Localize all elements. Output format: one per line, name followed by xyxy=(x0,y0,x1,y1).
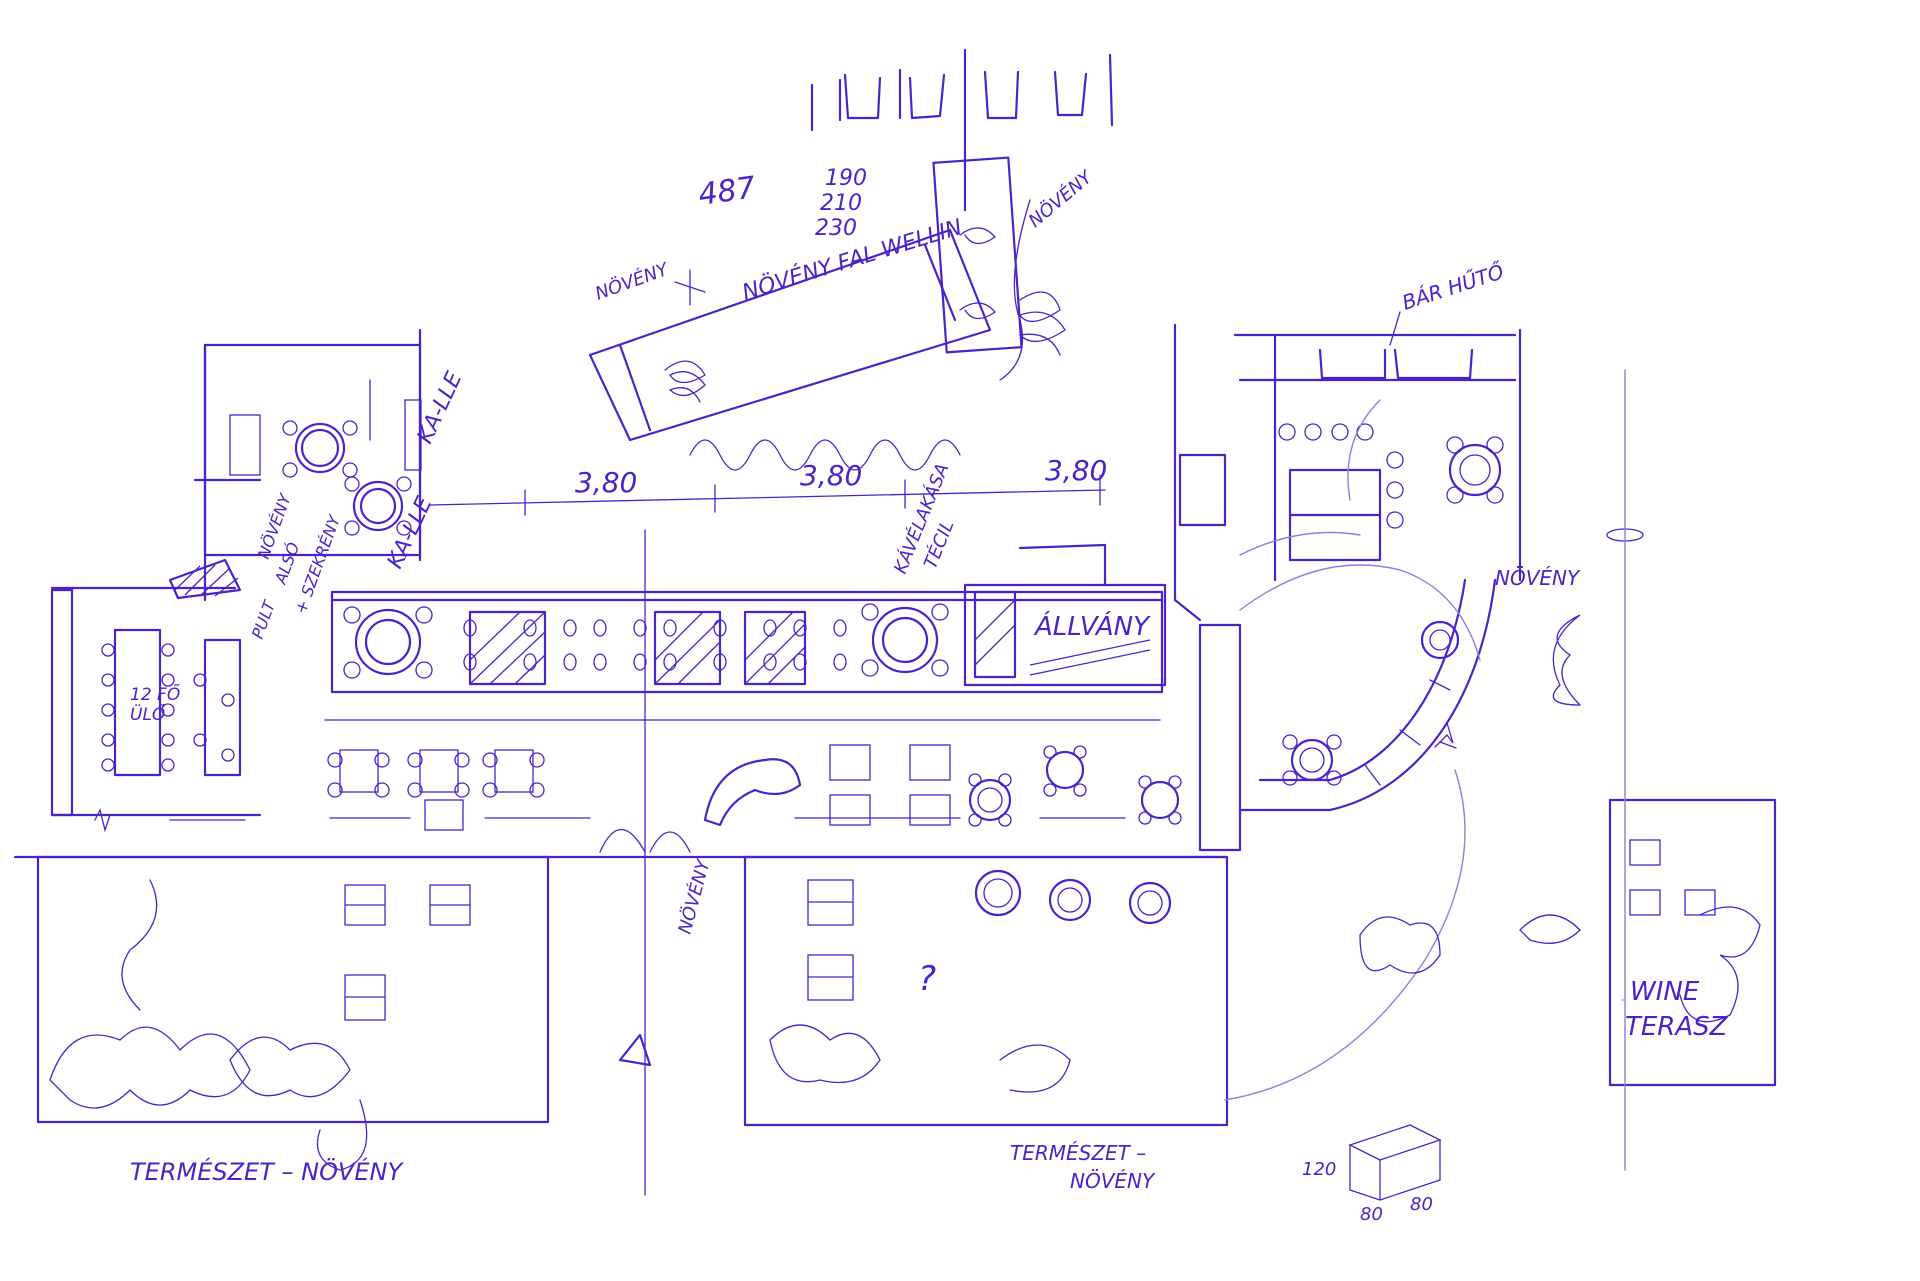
dim-380-a: 3,80 xyxy=(575,466,637,499)
left-note-4: PULT xyxy=(248,597,280,641)
left-annex: KA-LLE KA-LLE NÖVÉNY ALSÓ + SZEKRÉNY PUL… xyxy=(168,328,468,641)
lower-tables xyxy=(327,744,1182,831)
termeszet-right-1: TERMÉSZET – xyxy=(1010,1141,1146,1165)
dimension-190: 190 xyxy=(825,166,867,191)
terasz-label: TERASZ xyxy=(1625,1012,1729,1042)
left-side-room: 12 FŐ ÜLŐ xyxy=(50,586,262,817)
termeszet-left-label: TERMÉSZET – NÖVÉNY xyxy=(130,1157,405,1186)
lower-middle-garden: ? TERMÉSZET – NÖVÉNY xyxy=(743,769,1466,1193)
north-arrow-icon xyxy=(618,1033,652,1067)
left-table-note-1: 12 FŐ xyxy=(130,683,181,705)
noveny-vertical-label: NÖVÉNY xyxy=(674,855,715,936)
left-table-note-2: ÜLŐ xyxy=(130,703,166,725)
noveny-left-label: NÖVÉNY xyxy=(592,257,673,304)
noveny-right-small: NÖVÉNY xyxy=(1495,566,1581,590)
box-dim-width: 80 xyxy=(1360,1204,1383,1225)
alluvat-label: ÁLLVÁNY xyxy=(1033,610,1151,642)
right-bar-area: BÁR HŰTŐ NÖVÉNY xyxy=(1173,259,1581,852)
dimension-210: 210 xyxy=(820,191,862,216)
box-dim-height: 120 xyxy=(1302,1159,1336,1180)
box-dim-depth: 80 xyxy=(1410,1194,1433,1215)
bar-hatched-blocks xyxy=(468,610,807,686)
kalle-mid-label: KA-LLE xyxy=(383,493,438,572)
bar-stools xyxy=(463,619,847,671)
main-hall: 3,80 3,80 3,80 xyxy=(13,454,1227,1196)
dimension-230: 230 xyxy=(815,216,857,241)
top-plant-wall: 487 190 210 230 NÖVÉNY FAL WELLIN NÖVÉNY… xyxy=(588,48,1114,471)
lower-left-garden: TERMÉSZET – NÖVÉNY xyxy=(36,855,550,1186)
wine-label: WINE xyxy=(1630,977,1700,1007)
termeszet-right-2: NÖVÉNY xyxy=(1070,1169,1156,1193)
dim-380-b: 3,80 xyxy=(800,459,862,492)
wine-terrace: WINE TERASZ xyxy=(1359,369,1777,1171)
box-sketch: 120 80 80 xyxy=(1302,1124,1442,1225)
long-table-chairs xyxy=(101,643,235,772)
noveny-right-label: NÖVÉNY xyxy=(1024,165,1098,232)
dimension-487: 487 xyxy=(696,170,758,213)
bar-hutto-label: BÁR HŰTŐ xyxy=(1399,259,1507,314)
question-mark: ? xyxy=(918,959,936,999)
dim-380-c: 3,80 xyxy=(1045,454,1107,487)
